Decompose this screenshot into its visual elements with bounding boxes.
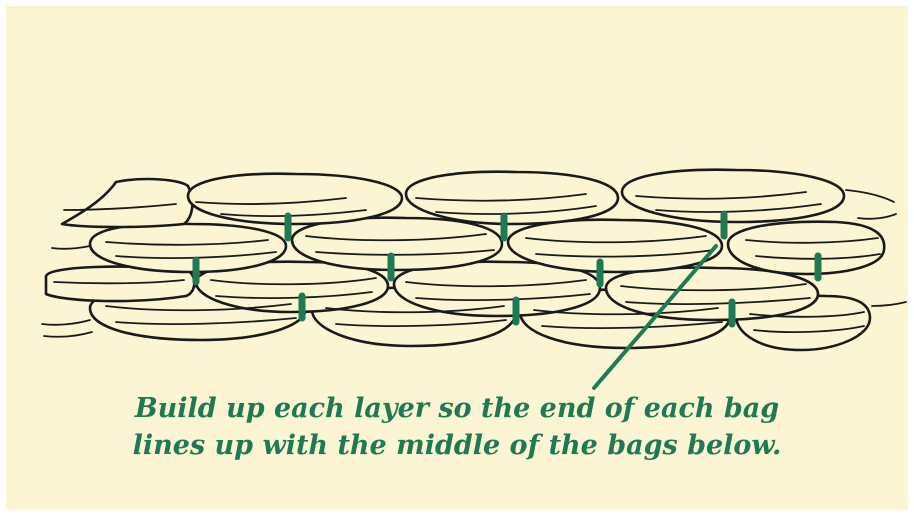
sandbag-row3-3 [606,268,818,320]
sandbag-row2-4 [728,222,884,274]
caption: Build up each layer so the end of each b… [6,390,908,464]
caption-line-2: lines up with the middle of the bags bel… [6,427,908,464]
sandbag-row1-2 [406,172,618,224]
caption-line-1: Build up each layer so the end of each b… [6,390,908,427]
sandbag-row2-2 [292,218,502,270]
sandbag-row2-1 [90,224,286,272]
sandbag-row1-3 [622,170,844,222]
illustration-panel: Build up each layer so the end of each b… [6,6,908,510]
sandbag-row1-0 [62,179,192,227]
sandbag-row2-3 [508,220,722,272]
